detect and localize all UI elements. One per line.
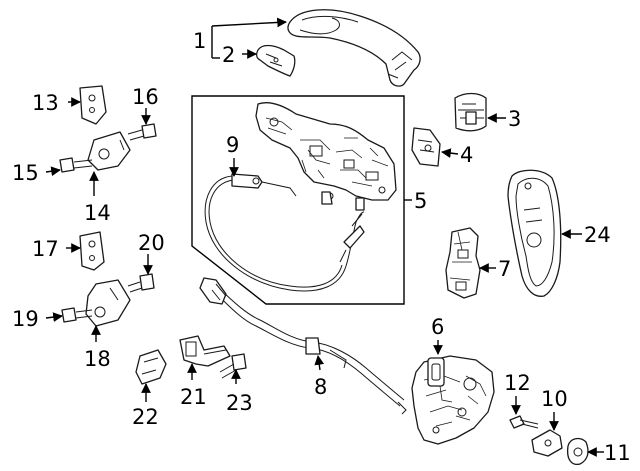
door-latch-part	[411, 355, 495, 445]
hinge-bolt-20-part	[127, 273, 155, 293]
door-check-part	[179, 335, 231, 367]
latch-screw-12-part	[509, 415, 539, 429]
gasket-part	[411, 127, 441, 167]
callout-19: 19	[12, 307, 39, 331]
assembly-box-outline	[191, 95, 405, 305]
latch-plate-part	[531, 429, 563, 457]
callout-11: 11	[604, 441, 631, 465]
callout-1: 1	[193, 29, 206, 53]
callout-13: 13	[32, 91, 59, 115]
callout-6: 6	[431, 315, 444, 339]
callout-21: 21	[180, 385, 207, 409]
cylinder-cap-part	[454, 92, 487, 132]
callout-7: 7	[498, 257, 511, 281]
outside-handle-part	[287, 9, 421, 87]
callout-20: 20	[138, 231, 165, 255]
callout-15: 15	[12, 161, 39, 185]
hinge-bolt-16-part	[127, 123, 157, 141]
callout-22: 22	[132, 405, 159, 429]
hinge-bolt-19-part	[61, 307, 93, 323]
callout-12: 12	[504, 371, 531, 395]
callout-14: 14	[84, 201, 111, 225]
handle-cover-part	[256, 44, 296, 77]
lower-hinge-part	[79, 231, 131, 327]
callout-18: 18	[84, 347, 111, 371]
callout-16: 16	[132, 85, 159, 109]
callout-5: 5	[414, 189, 427, 213]
door-trim-seal-part	[507, 169, 562, 297]
retainer-clip-part	[135, 349, 167, 385]
callout-9: 9	[226, 133, 239, 157]
handle-carrier-frame-part	[255, 102, 397, 211]
callout-8: 8	[314, 375, 327, 399]
callout-23: 23	[226, 391, 253, 415]
callout-24: 24	[584, 223, 611, 247]
callout-3: 3	[508, 107, 521, 131]
callout-4: 4	[460, 143, 473, 167]
callout-numbers: 1 2 3 4 5 6 7 8 9 10 11 12 13 14 15 16 1…	[12, 29, 631, 465]
latch-seal-part	[566, 437, 589, 466]
leader-lines	[45, 17, 604, 457]
upper-hinge-part	[79, 85, 131, 171]
latch-bracket-part	[445, 227, 481, 299]
callout-17: 17	[32, 237, 59, 261]
callout-10: 10	[541, 387, 568, 411]
callout-2: 2	[222, 43, 235, 67]
inside-release-cable-part	[204, 173, 365, 292]
outside-handle-cable-part	[199, 277, 407, 415]
hinge-bolt-15-part	[59, 157, 93, 173]
